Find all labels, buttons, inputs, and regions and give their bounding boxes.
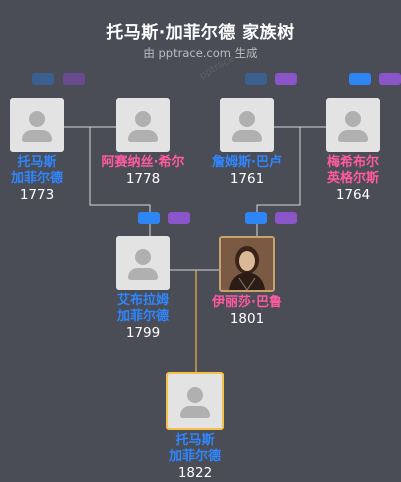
person-name: 阿赛纳丝·希尔 [99, 155, 187, 171]
child-line [256, 127, 301, 212]
person-name-line1: 托马斯 [17, 155, 57, 170]
person-name: 托马斯 加菲尔德 [151, 433, 239, 465]
person-name: 艾布拉姆 加菲尔德 [99, 293, 187, 325]
person-name-line2: 加菲尔德 [168, 449, 221, 464]
page-subtitle: 由 pptrace.com 生成 [143, 46, 258, 60]
person-card[interactable]: 伊丽莎·巴鲁 1801 [203, 236, 291, 327]
person-card[interactable]: 阿赛纳丝·希尔 1778 [99, 98, 187, 187]
family-tab-female[interactable] [63, 73, 85, 85]
person-name: 詹姆斯·巴卢 [203, 155, 291, 171]
person-portrait-photo [219, 236, 275, 292]
person-card[interactable]: 梅希布尔 英格尔斯 1764 [309, 98, 397, 203]
person-name-line1: 詹姆斯·巴卢 [212, 155, 282, 170]
avatar-placeholder-icon [326, 98, 380, 152]
avatar-placeholder-icon [10, 98, 64, 152]
avatar-placeholder-icon [116, 236, 170, 290]
family-tab-female[interactable] [275, 73, 297, 85]
person-birth-year: 1764 [335, 187, 371, 203]
family-tab-female[interactable] [168, 212, 190, 224]
person-card[interactable]: 詹姆斯·巴卢 1761 [203, 98, 291, 187]
person-birth-year: 1778 [125, 171, 161, 187]
family-tab-female[interactable] [379, 73, 401, 85]
person-birth-year: 1773 [19, 187, 55, 203]
person-name-line1: 艾布拉姆 [116, 293, 169, 308]
family-tab-male[interactable] [245, 212, 267, 224]
person-name: 梅希布尔 英格尔斯 [309, 155, 397, 187]
person-name: 伊丽莎·巴鲁 [203, 295, 291, 311]
person-card-selected[interactable]: 托马斯 加菲尔德 1822 [151, 372, 239, 481]
person-name-line2: 加菲尔德 [116, 309, 169, 324]
avatar-placeholder-icon [220, 98, 274, 152]
person-name-line1: 伊丽莎·巴鲁 [212, 295, 282, 310]
child-line [89, 127, 151, 212]
person-birth-year: 1822 [177, 465, 213, 481]
family-tab-male[interactable] [349, 73, 371, 85]
person-name-line1: 梅希布尔 [326, 155, 379, 170]
page-title: 托马斯·加菲尔德 家族树 [106, 23, 295, 43]
avatar-placeholder-icon [166, 372, 224, 430]
person-name-line1: 阿赛纳丝·希尔 [101, 155, 185, 170]
person-name-line2: 英格尔斯 [326, 171, 379, 186]
person-name-line1: 托马斯 [175, 433, 215, 448]
person-name-line2: 加菲尔德 [10, 171, 63, 186]
person-card[interactable]: 托马斯 加菲尔德 1773 [0, 98, 81, 203]
person-birth-year: 1761 [229, 171, 265, 187]
person-card[interactable]: 艾布拉姆 加菲尔德 1799 [99, 236, 187, 341]
person-birth-year: 1799 [125, 325, 161, 341]
family-tab-male[interactable] [245, 73, 267, 85]
person-birth-year: 1801 [229, 311, 265, 327]
family-tab-male[interactable] [32, 73, 54, 85]
portrait-illustration [221, 238, 273, 290]
family-tab-male[interactable] [138, 212, 160, 224]
avatar-placeholder-icon [116, 98, 170, 152]
family-tab-female[interactable] [275, 212, 297, 224]
person-name: 托马斯 加菲尔德 [0, 155, 81, 187]
